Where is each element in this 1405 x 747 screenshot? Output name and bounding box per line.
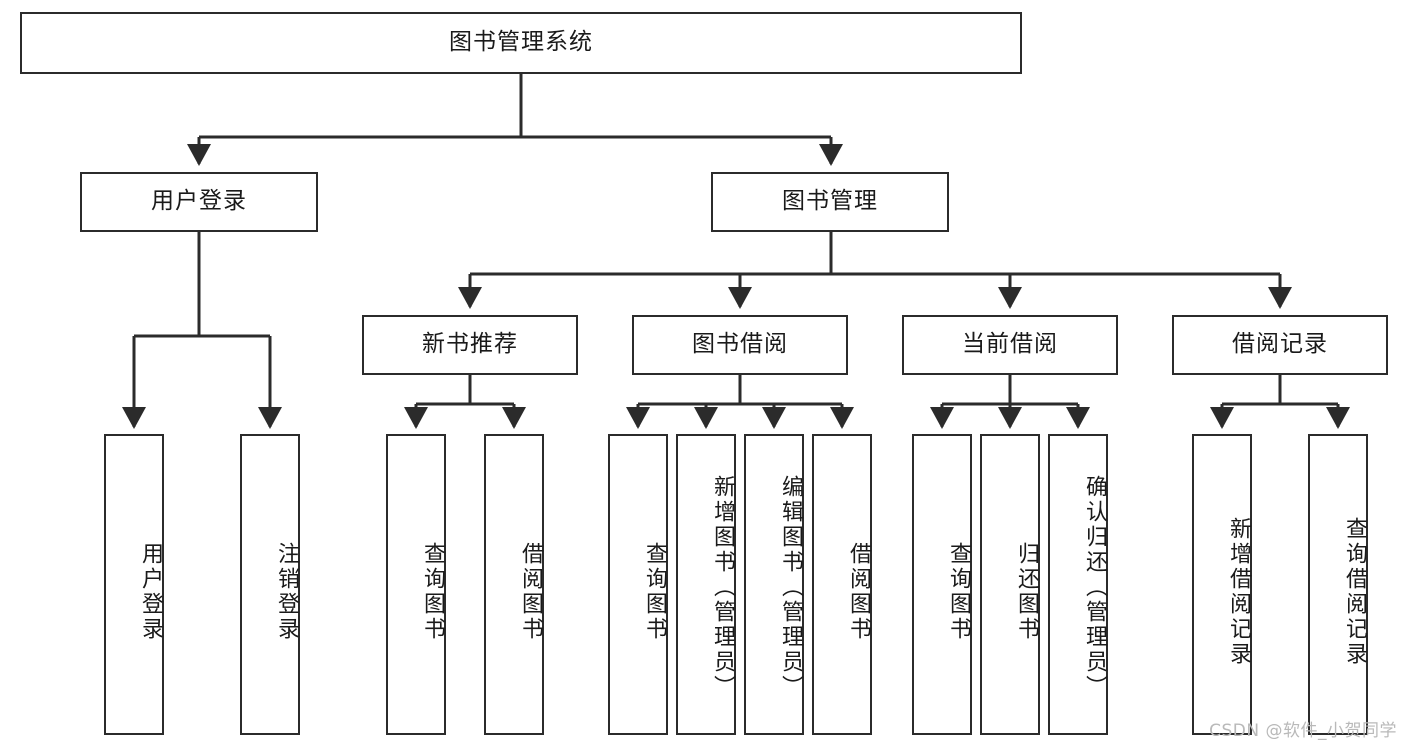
node-label: 图书管理 (782, 188, 878, 215)
node-label: 新增借阅记录 (1226, 516, 1251, 667)
node-leaf-query-books-borrow[interactable]: 查询图书 (608, 434, 668, 735)
node-leaf-query-borrow-record[interactable]: 查询借阅记录 (1308, 434, 1368, 735)
node-label: 查询图书 (420, 541, 445, 642)
node-label: 借阅图书 (846, 541, 871, 642)
node-leaf-user-login[interactable]: 用户登录 (104, 434, 164, 735)
node-leaf-borrow-books-recommend[interactable]: 借阅图书 (484, 434, 544, 735)
node-label: 用户登录 (138, 541, 163, 642)
node-label: 归还图书 (1014, 541, 1039, 642)
node-label: 新书推荐 (422, 331, 518, 358)
node-label: 编辑图书（管理员） (778, 475, 803, 700)
node-label: 图书借阅 (692, 331, 788, 358)
node-user-login[interactable]: 用户登录 (80, 172, 318, 232)
node-current-borrow[interactable]: 当前借阅 (902, 315, 1118, 375)
node-leaf-query-books-current[interactable]: 查询图书 (912, 434, 972, 735)
node-leaf-confirm-return-admin[interactable]: 确认归还（管理员） (1048, 434, 1108, 735)
node-label: 确认归还（管理员） (1082, 475, 1107, 700)
node-label: 当前借阅 (962, 331, 1058, 358)
node-root-book-management-system[interactable]: 图书管理系统 (20, 12, 1022, 74)
node-book-management[interactable]: 图书管理 (711, 172, 949, 232)
node-borrow-records[interactable]: 借阅记录 (1172, 315, 1388, 375)
node-leaf-return-books[interactable]: 归还图书 (980, 434, 1040, 735)
node-label: 查询图书 (642, 541, 667, 642)
node-label: 图书管理系统 (449, 29, 593, 56)
node-label: 注销登录 (274, 541, 299, 642)
node-label: 新增图书（管理员） (710, 475, 735, 700)
node-label: 借阅记录 (1232, 331, 1328, 358)
node-label: 用户登录 (151, 188, 247, 215)
node-leaf-borrow-books[interactable]: 借阅图书 (812, 434, 872, 735)
node-new-book-recommend[interactable]: 新书推荐 (362, 315, 578, 375)
node-book-borrow[interactable]: 图书借阅 (632, 315, 848, 375)
node-leaf-add-borrow-record[interactable]: 新增借阅记录 (1192, 434, 1252, 735)
node-leaf-edit-book-admin[interactable]: 编辑图书（管理员） (744, 434, 804, 735)
node-leaf-logout[interactable]: 注销登录 (240, 434, 300, 735)
node-label: 借阅图书 (518, 541, 543, 642)
node-leaf-query-books-recommend[interactable]: 查询图书 (386, 434, 446, 735)
node-label: 查询图书 (946, 541, 971, 642)
node-label: 查询借阅记录 (1342, 516, 1367, 667)
node-leaf-add-book-admin[interactable]: 新增图书（管理员） (676, 434, 736, 735)
